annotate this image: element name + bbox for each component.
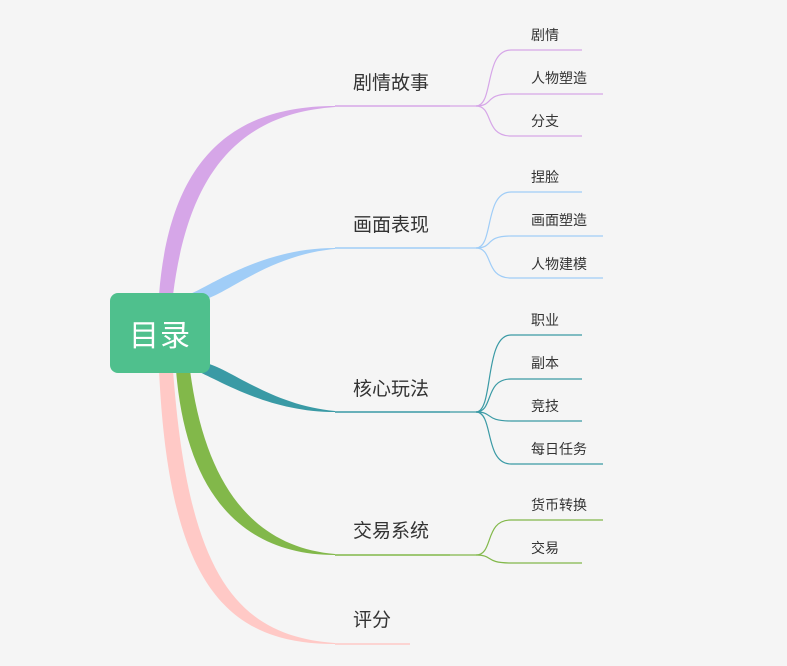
branch-connector xyxy=(176,362,335,412)
leaf-connector xyxy=(475,334,582,413)
leaf-connector xyxy=(475,378,582,413)
branch-connector xyxy=(176,370,335,555)
leaf-connector xyxy=(475,235,603,249)
leaf-label[interactable]: 每日任务 xyxy=(531,442,587,458)
leaf-label[interactable]: 捏脸 xyxy=(531,170,559,186)
branch-connector xyxy=(159,106,335,295)
leaf-connector xyxy=(475,191,582,249)
leaf-connector xyxy=(475,519,603,556)
leaf-label[interactable]: 交易 xyxy=(531,541,559,557)
branch-label-core-gameplay[interactable]: 核心玩法 xyxy=(353,378,430,400)
branch-connector xyxy=(159,370,335,644)
leaf-label[interactable]: 职业 xyxy=(531,313,559,329)
branch-label-visuals[interactable]: 画面表现 xyxy=(353,214,430,236)
leaf-label[interactable]: 分支 xyxy=(531,114,559,130)
leaf-connector xyxy=(475,247,603,279)
root-label: 目录 xyxy=(129,319,191,354)
leaf-label[interactable]: 人物塑造 xyxy=(531,71,587,87)
branch-connector xyxy=(176,248,335,301)
leaf-label[interactable]: 货币转换 xyxy=(531,498,587,514)
root-node[interactable]: 目录 xyxy=(110,293,210,373)
branch-label-trading[interactable]: 交易系统 xyxy=(353,520,430,542)
leaf-connector xyxy=(475,93,603,107)
leaf-connector xyxy=(475,554,582,564)
leaf-label[interactable]: 副本 xyxy=(531,356,559,372)
leaf-label[interactable]: 剧情 xyxy=(531,28,559,44)
leaf-label[interactable]: 竞技 xyxy=(531,399,559,415)
leaf-label[interactable]: 人物建模 xyxy=(531,257,587,273)
leaf-label[interactable]: 画面塑造 xyxy=(531,213,587,229)
branch-label-rating[interactable]: 评分 xyxy=(353,609,392,631)
leaf-connector xyxy=(475,411,582,422)
leaf-connector xyxy=(475,105,582,137)
leaf-connector xyxy=(475,49,582,107)
leaf-connector xyxy=(475,411,603,465)
branch-label-plot[interactable]: 剧情故事 xyxy=(353,72,430,94)
